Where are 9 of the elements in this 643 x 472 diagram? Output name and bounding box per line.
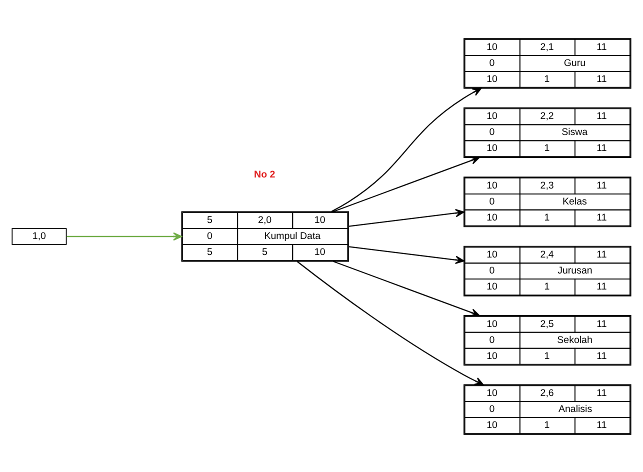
arrow: [333, 260, 480, 316]
arrow: [296, 260, 484, 385]
label: No 2: [254, 169, 276, 180]
arrow: [66, 232, 182, 240]
node-box: 1,0: [12, 228, 67, 244]
arrow: [348, 208, 464, 226]
arrow: [331, 87, 482, 212]
arrow: [348, 246, 464, 264]
arrow: [333, 156, 480, 212]
